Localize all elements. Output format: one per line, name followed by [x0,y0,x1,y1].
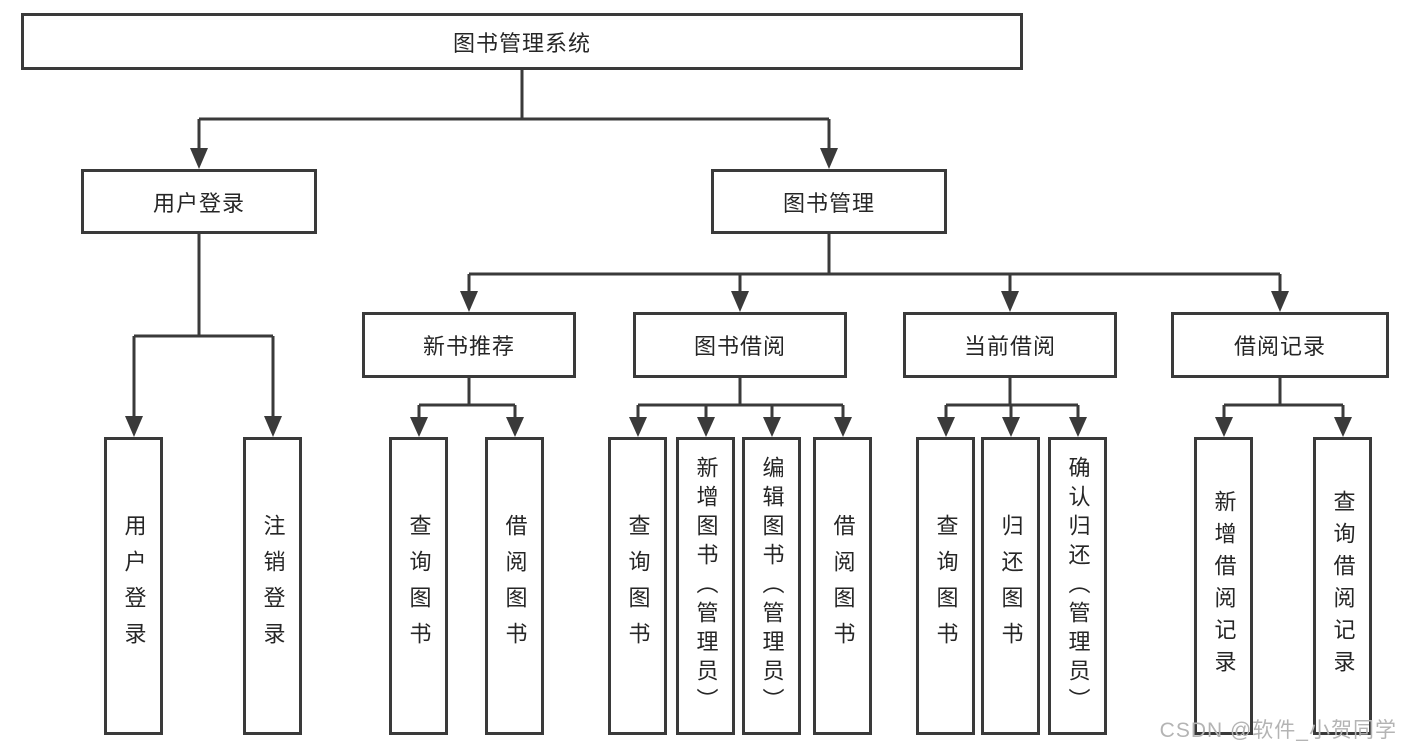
connector-book-management-children [467,233,1282,294]
leaf-add-books-admin: 新增图书（管理员） [676,437,735,735]
arrowheads-book-borrowing-children [629,417,852,437]
leaf-add-borrow-record: 新增借阅记录 [1194,437,1253,735]
leaf-query-books-recommend-label: 查询图书 [406,514,432,658]
node-borrowing-records: 借阅记录 [1171,312,1389,378]
connector-new-book-children [417,377,517,420]
leaf-borrow-books-recommend-label: 借阅图书 [502,514,528,658]
watermark: CSDN @软件_小贺同学 [1159,719,1397,742]
leaf-query-borrow-record: 查询借阅记录 [1313,437,1372,735]
node-borrowing-records-label: 借阅记录 [1233,334,1326,359]
leaf-query-books-borrowing: 查询图书 [608,437,667,735]
arrowheads-records-children [1215,417,1352,437]
connector-current-borrowing-children [944,377,1080,420]
connector-root-to-level2 [197,69,831,151]
node-current-borrowing-label: 当前借阅 [963,334,1056,359]
leaf-confirm-return-admin-label: 确认归还（管理员） [1065,455,1091,717]
arrowheads-new-book-children [410,417,524,437]
leaf-logout-label: 注销登录 [260,514,286,658]
node-user-login: 用户登录 [81,169,317,234]
leaf-logout: 注销登录 [243,437,302,735]
leaf-borrow-books-borrowing-label: 借阅图书 [830,514,856,658]
connector-records-children [1222,377,1345,420]
leaf-borrow-books-recommend: 借阅图书 [485,437,544,735]
node-book-borrowing: 图书借阅 [633,312,847,378]
connector-book-borrowing-children [636,377,845,420]
arrowheads-level2 [190,148,838,169]
leaf-query-books-current-label: 查询图书 [933,514,959,658]
node-book-management-label: 图书管理 [782,190,875,216]
leaf-return-books: 归还图书 [981,437,1040,735]
node-new-book-recommend: 新书推荐 [362,312,576,378]
node-library-management-system-label: 图书管理系统 [452,30,591,56]
leaf-edit-books-admin-label: 编辑图书（管理员） [759,455,785,717]
leaf-edit-books-admin: 编辑图书（管理员） [742,437,801,735]
node-book-borrowing-label: 图书借阅 [693,334,786,359]
arrowheads-user-login-children [125,416,282,437]
leaf-user-login: 用户登录 [104,437,163,735]
leaf-query-books-borrowing-label: 查询图书 [625,514,651,658]
arrowheads-level3 [460,291,1289,312]
leaf-query-books-current: 查询图书 [916,437,975,735]
leaf-return-books-label: 归还图书 [998,514,1024,658]
leaf-confirm-return-admin: 确认归还（管理员） [1048,437,1107,735]
leaf-query-borrow-record-label: 查询借阅记录 [1330,490,1356,682]
node-library-management-system: 图书管理系统 [21,13,1023,70]
leaf-query-books-recommend: 查询图书 [389,437,448,735]
node-new-book-recommend-label: 新书推荐 [422,334,515,359]
node-user-login-label: 用户登录 [152,190,245,216]
leaf-add-borrow-record-label: 新增借阅记录 [1211,490,1237,682]
leaf-borrow-books-borrowing: 借阅图书 [813,437,872,735]
arrowheads-current-borrowing-children [937,417,1087,437]
leaf-add-books-admin-label: 新增图书（管理员） [693,455,719,717]
node-current-borrowing: 当前借阅 [903,312,1117,378]
leaf-user-login-label: 用户登录 [121,514,147,658]
connector-user-login-children [132,233,275,419]
node-book-management: 图书管理 [711,169,947,234]
